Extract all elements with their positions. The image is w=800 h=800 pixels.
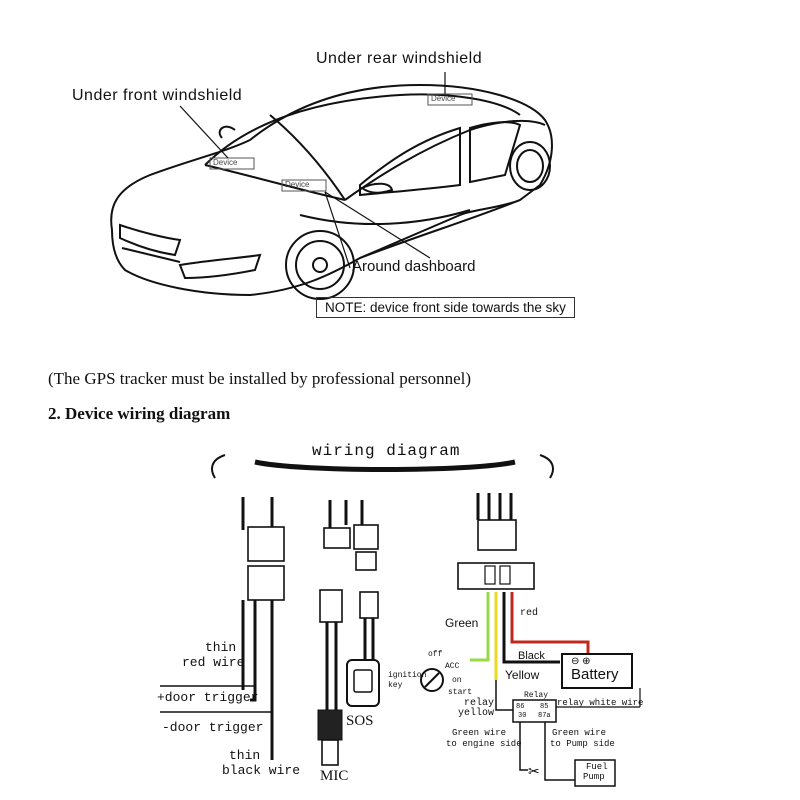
label-pin-86: 86: [516, 703, 525, 711]
label-battery: Battery: [571, 666, 619, 683]
label-pin-85: 85: [540, 703, 549, 711]
label-green-pump-2: to Pump side: [550, 739, 615, 749]
label-pin-30: 30: [518, 712, 527, 720]
section-title: Device wiring diagram: [65, 404, 231, 423]
section-heading: 2. Device wiring diagram: [48, 404, 230, 424]
label-fuel: Fuel: [586, 762, 608, 772]
label-key-acc: ACC: [445, 662, 460, 671]
label-ignition-2: key: [388, 681, 403, 690]
label-pump: Pump: [583, 772, 605, 782]
label-relay-white: relay white wire: [557, 698, 644, 708]
label-thin-red-1: thin: [205, 640, 237, 655]
section-number: 2.: [48, 404, 61, 423]
label-red: red: [520, 608, 539, 619]
label-green: Green: [445, 616, 479, 630]
label-door-plus: +door trigger: [157, 690, 259, 705]
label-thin-red-2: red wire: [182, 655, 245, 670]
note-box: NOTE: device front side towards the sky: [316, 297, 575, 318]
label-around-dashboard: Around dashboard: [352, 258, 476, 275]
label-key-start: start: [448, 688, 473, 697]
device-tag-front: Device: [213, 158, 238, 167]
car-illustration: [110, 72, 553, 300]
label-green-engine-2: to engine side: [446, 739, 522, 749]
label-relay-yellow-1: relay: [464, 698, 495, 709]
label-green-engine-1: Green wire: [452, 728, 507, 738]
label-sos: SOS: [346, 713, 374, 729]
label-door-minus: -door trigger: [162, 720, 264, 735]
device-tag-dashboard: Device: [285, 180, 310, 189]
label-key-on: on: [452, 676, 462, 685]
svg-text:✂: ✂: [528, 764, 540, 780]
wiring-banner: wiring diagram: [312, 442, 461, 460]
label-pin-87a: 87a: [538, 712, 551, 720]
install-notice: (The GPS tracker must be installed by pr…: [48, 369, 472, 388]
label-key-off: off: [428, 650, 443, 659]
label-under-rear-windshield: Under rear windshield: [316, 50, 483, 67]
label-black: Black: [518, 650, 545, 662]
label-ignition-1: ignition: [388, 671, 427, 680]
label-thin-black-2: black wire: [222, 763, 301, 778]
label-green-pump-1: Green wire: [552, 728, 607, 738]
label-relay-yellow-2: yellow: [458, 708, 495, 719]
device-tag-rear: Device: [431, 94, 456, 103]
label-yellow: Yellow: [505, 668, 540, 682]
label-thin-black-1: thin: [229, 748, 261, 763]
label-mic: MIC: [320, 768, 349, 784]
label-under-front-windshield: Under front windshield: [72, 87, 243, 104]
label-relay: Relay: [524, 691, 549, 700]
svg-text:⊖ ⊕: ⊖ ⊕: [571, 656, 591, 667]
